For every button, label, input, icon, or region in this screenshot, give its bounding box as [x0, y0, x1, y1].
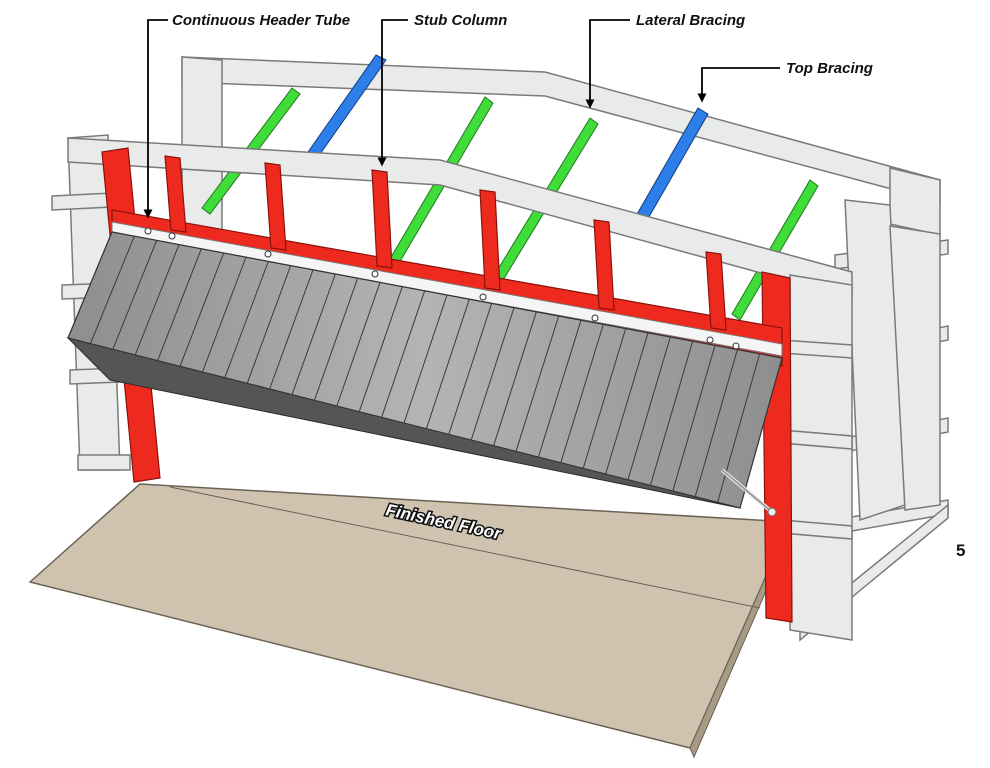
stub-column-6 [705, 251, 727, 331]
door-rib [112, 240, 158, 350]
callout-header-tube: Continuous Header Tube [143, 12, 350, 219]
door-rib [425, 299, 470, 429]
door-rib [470, 307, 515, 441]
door-rib [448, 303, 493, 435]
door-rib [493, 311, 537, 446]
door-rib [89, 236, 135, 344]
label-stub-column: Stub Column [414, 12, 507, 29]
door-rib [537, 320, 582, 458]
stub-column-5 [593, 219, 615, 311]
door-rib [560, 324, 604, 463]
door-rib [403, 294, 448, 424]
right-door-column [761, 271, 793, 623]
stub-column-3 [371, 169, 393, 269]
label-continuous-header-tube: Continuous Header Tube [172, 12, 350, 29]
label-lateral-bracing: Lateral Bracing [636, 12, 745, 29]
stub-column-4 [479, 189, 501, 291]
door-rib [605, 332, 649, 475]
label-top-bracing: Top Bracing [786, 60, 873, 77]
door-rib [627, 336, 671, 480]
callout-lateral-bracing: Lateral Bracing [585, 12, 745, 109]
door-rib [717, 353, 761, 503]
door-rib [515, 315, 560, 452]
callout-top-bracing: Top Bracing [697, 60, 873, 103]
door-rib [336, 282, 381, 407]
stub-column-2 [264, 162, 287, 251]
door-panel [66, 231, 783, 517]
door-rib [269, 269, 314, 390]
hinge-bolts [144, 227, 740, 350]
door-rib [179, 252, 225, 367]
door-rib [358, 286, 403, 412]
door-rib [313, 278, 359, 401]
door-rib [672, 345, 716, 492]
door-rib [201, 257, 247, 373]
door-rib [649, 341, 694, 486]
finished-floor [28, 483, 793, 759]
page-number: 5 [956, 541, 965, 560]
door-rib [694, 349, 738, 497]
door-rib [291, 273, 336, 395]
stub-column-1 [164, 155, 187, 233]
callout-stub-column: Stub Column [377, 12, 507, 167]
door-rib [582, 328, 627, 469]
door-rib [246, 265, 292, 384]
door-rib [157, 248, 202, 361]
door-rib [381, 290, 426, 418]
door-rib [134, 244, 180, 356]
door-rib [224, 261, 269, 378]
header-plate [111, 221, 783, 357]
